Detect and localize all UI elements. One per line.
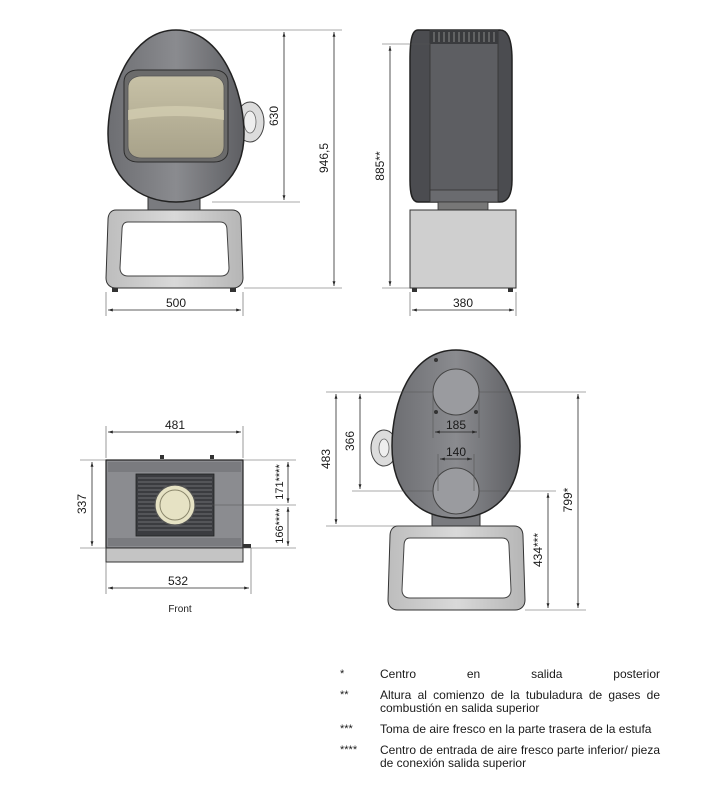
legend-text: Centro en salida posterior — [380, 667, 660, 681]
front-label: Front — [168, 604, 192, 615]
dim-air-a: 171**** — [274, 464, 286, 500]
dim-rear-between: 366 — [343, 431, 357, 451]
legend-text: Centro de entrada de aire fresco parte i… — [380, 743, 660, 770]
dim-front-width: 500 — [166, 296, 186, 310]
rear-flue-outlet — [432, 368, 480, 416]
legend-text: Toma de aire fresco en la parte trasera … — [380, 722, 652, 736]
legend-text: Altura al comienzo de la tubuladura de g… — [380, 688, 660, 715]
stand-base-side — [409, 209, 517, 289]
legend-item: *** Toma de aire fresco en la parte tras… — [340, 723, 660, 736]
dim-air-b: 166**** — [274, 508, 286, 544]
side-view: 380 885** — [373, 29, 517, 316]
legend-mark: ** — [340, 689, 349, 701]
legend-item: ** Altura al comienzo de la tubuladura d… — [340, 689, 660, 715]
front-view: 500 630 946,5 — [105, 29, 342, 316]
legend-item: * Centro en salida posterior — [340, 668, 660, 681]
legend-item: **** Centro de entrada de aire fresco pa… — [340, 744, 660, 770]
dim-total-height: 946,5 — [317, 143, 331, 173]
legend-mark: *** — [340, 723, 353, 735]
dim-rear-air-height: 434*** — [531, 533, 545, 567]
legend-mark: **** — [340, 744, 358, 756]
dim-flue-height: 885** — [373, 151, 387, 181]
dim-rear-upper-dia: 185 — [446, 418, 466, 432]
dim-rear-lower-dia: 140 — [446, 445, 466, 459]
dim-rear-total-height: 799* — [561, 487, 575, 512]
legend-mark: * — [340, 668, 345, 680]
dim-firebox-height: 630 — [267, 106, 281, 126]
dim-top-total-width: 532 — [168, 574, 188, 588]
dim-rear-top-height: 483 — [319, 449, 333, 469]
dim-top-width: 481 — [165, 418, 185, 432]
rear-air-inlet — [432, 467, 480, 515]
footnote-legend: * Centro en salida posterior ** Altura a… — [340, 668, 660, 778]
rear-view: 185 140 366 483 799* 434*** — [319, 349, 586, 611]
top-view: 481 337 532 171**** 166**** Front — [75, 418, 296, 615]
flue-outlet-top — [154, 484, 196, 526]
dim-top-depth: 337 — [75, 494, 89, 514]
dim-side-depth: 380 — [453, 296, 473, 310]
door-glass — [127, 75, 225, 159]
